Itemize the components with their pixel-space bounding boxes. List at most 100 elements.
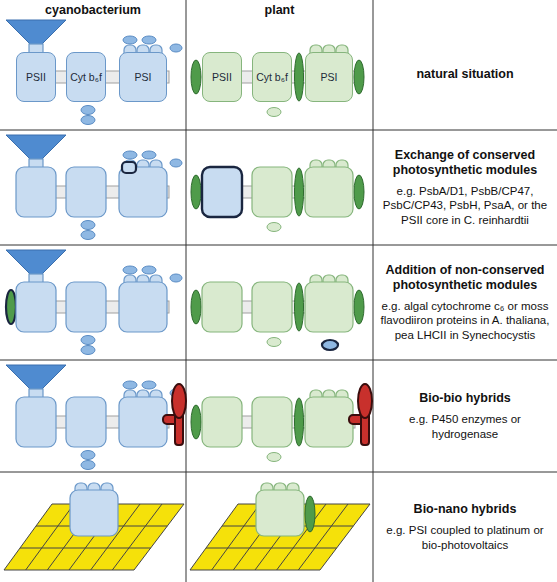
protein-complex: Cyt b₆f bbox=[66, 52, 106, 102]
lhc-antenna bbox=[354, 290, 364, 324]
psi-complex bbox=[256, 490, 304, 536]
exchanged-subunit bbox=[122, 162, 136, 173]
enzyme-head bbox=[172, 384, 186, 418]
complex-label: PSI bbox=[135, 71, 152, 83]
soluble-carrier bbox=[267, 453, 281, 462]
text-cell: plant bbox=[186, 1, 373, 19]
heading-text: Bio-bio hybrids bbox=[419, 391, 511, 406]
electron-transport-chain bbox=[191, 160, 364, 232]
psi-complex bbox=[305, 397, 353, 447]
electron-transport-chain bbox=[6, 20, 182, 125]
soluble-carrier bbox=[81, 116, 95, 125]
cytb6f-complex bbox=[252, 282, 292, 332]
lhc-antenna bbox=[191, 175, 201, 209]
lhc-antenna bbox=[354, 175, 364, 209]
text-cell: Bio-nano hybrids e.g. PSI coupled to plat… bbox=[376, 472, 554, 582]
lhc-antenna bbox=[295, 283, 304, 331]
soluble-carrier bbox=[267, 108, 281, 117]
cytb6f-complex bbox=[66, 282, 106, 332]
thylakoid-membrane bbox=[24, 71, 169, 83]
example-text: e.g. PsbA/D1, PsbB/CP47, PsbC/CP43, PsbH… bbox=[376, 184, 554, 227]
soluble-carrier bbox=[123, 151, 137, 159]
complex-label: PSII bbox=[26, 71, 46, 83]
soluble-carrier bbox=[81, 231, 95, 240]
soluble-carrier bbox=[81, 221, 95, 230]
cytb6f-complex bbox=[66, 397, 106, 447]
example-text: e.g. algal cytochrome c₆ or moss flavodi… bbox=[376, 299, 554, 342]
soluble-carrier bbox=[170, 159, 182, 167]
cytb6f-complex bbox=[252, 167, 292, 217]
added-protein bbox=[322, 340, 338, 350]
heading-text: Bio-nano hybrids bbox=[414, 502, 517, 517]
cytb6f-complex bbox=[66, 167, 106, 217]
soluble-carrier bbox=[142, 151, 156, 159]
column-divider bbox=[186, 0, 187, 582]
heading-text: natural situation bbox=[416, 67, 513, 82]
example-text: e.g. P450 enzymes or hydrogenase bbox=[376, 412, 554, 441]
enzyme-symbol bbox=[349, 384, 372, 445]
lhc-antenna bbox=[295, 53, 304, 101]
lhc-antenna bbox=[191, 405, 201, 439]
text-cell: cyanobacterium bbox=[0, 1, 186, 19]
electron-transport-chain bbox=[191, 45, 364, 117]
psi-complex bbox=[305, 282, 353, 332]
complex-label: Cyt b₆f bbox=[256, 71, 288, 83]
electron-transport-chain bbox=[6, 365, 186, 470]
psii-complex bbox=[202, 397, 242, 447]
soluble-carrier bbox=[81, 461, 95, 470]
soluble-carrier bbox=[123, 381, 137, 389]
lhc-antenna bbox=[191, 290, 201, 324]
grid-line bbox=[20, 548, 151, 549]
column-divider bbox=[373, 0, 374, 582]
psii-complex bbox=[16, 397, 56, 447]
row-divider bbox=[0, 472, 557, 473]
electron-transport-chain bbox=[6, 250, 182, 355]
soluble-carrier bbox=[142, 266, 156, 274]
soluble-carrier bbox=[81, 336, 95, 345]
example-text: e.g. PSI coupled to platinum or bio-phot… bbox=[376, 523, 554, 552]
enzyme-head bbox=[358, 384, 372, 418]
protein-complex: Cyt b₆f bbox=[252, 52, 292, 102]
soluble-carrier bbox=[81, 451, 95, 460]
complex-label: PSI bbox=[321, 71, 338, 83]
heading-text: Addition of non-conserved photosynthetic… bbox=[376, 263, 554, 293]
psii-complex bbox=[202, 282, 242, 332]
complex-label: Cyt b₆f bbox=[70, 71, 102, 83]
psi-complex bbox=[119, 282, 167, 332]
soluble-carrier bbox=[267, 338, 281, 347]
electron-transport-chain bbox=[6, 135, 182, 240]
heading-text: plant bbox=[265, 3, 295, 18]
lhc-antenna bbox=[354, 60, 364, 94]
row-divider bbox=[0, 360, 557, 361]
grid-line bbox=[26, 504, 74, 570]
psi-complex bbox=[119, 397, 167, 447]
grid-line bbox=[206, 548, 337, 549]
lhc-antenna bbox=[191, 60, 201, 94]
psi-complex bbox=[119, 167, 167, 217]
soluble-carrier bbox=[170, 274, 182, 282]
text-cell: Exchange of conserved photosynthetic mod… bbox=[376, 130, 554, 245]
psii-complex bbox=[16, 167, 56, 217]
complex-label: PSII bbox=[212, 71, 232, 83]
soluble-carrier bbox=[142, 381, 156, 389]
text-cell: Addition of non-conserved photosynthetic… bbox=[376, 245, 554, 360]
text-cell: natural situation bbox=[376, 18, 554, 130]
psii-complex bbox=[16, 282, 56, 332]
row-divider bbox=[0, 130, 557, 131]
thylakoid-membrane bbox=[210, 71, 355, 83]
psi-complex bbox=[305, 167, 353, 217]
lhc-antenna bbox=[305, 496, 315, 532]
protein-complex: PSII bbox=[16, 52, 56, 102]
protein-complex: PSI bbox=[119, 52, 167, 102]
psi-complex bbox=[70, 490, 118, 536]
protein-complex: PSII bbox=[202, 52, 242, 102]
psii-complex bbox=[202, 167, 242, 217]
soluble-carrier bbox=[267, 223, 281, 232]
electron-transport-chain bbox=[191, 275, 364, 350]
soluble-carrier bbox=[142, 36, 156, 44]
enzyme-symbol bbox=[163, 384, 186, 445]
soluble-carrier bbox=[81, 346, 95, 355]
heading-text: Exchange of conserved photosynthetic mod… bbox=[376, 148, 554, 178]
added-lhcii bbox=[6, 290, 16, 324]
